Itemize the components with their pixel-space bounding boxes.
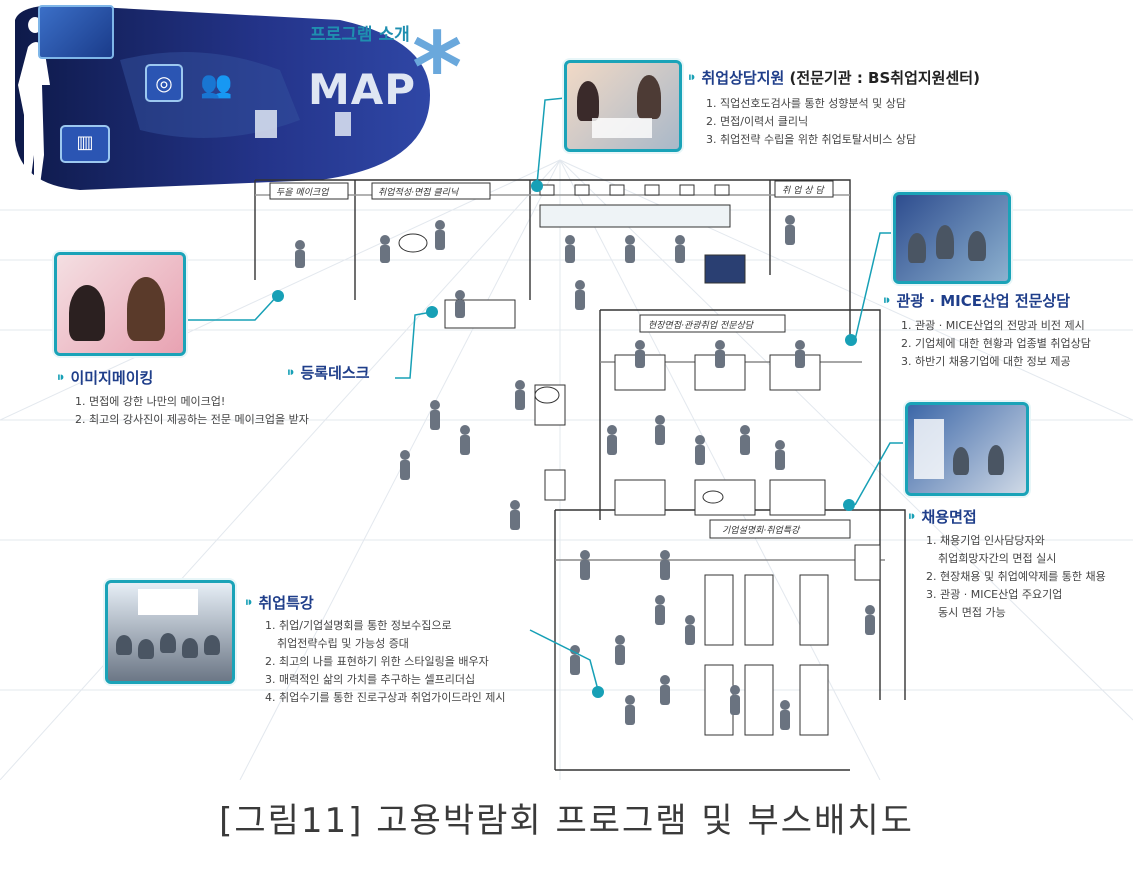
- target-icon: ◎: [145, 64, 183, 102]
- booth-label-lecture: 기업설명회·취업특강: [722, 525, 801, 536]
- registration-title-text: 등록데스크: [300, 364, 370, 382]
- section-title-consulting: ⁍ 취업상담지원 (전문기관 : BS취업지원센터): [688, 67, 980, 88]
- section-title-interview: ⁍ 채용면접: [908, 506, 977, 527]
- list-item: 2. 최고의 강사진이 제공하는 전문 메이크업을 받자: [75, 413, 309, 426]
- consulting-subtitle: (전문기관 : BS취업지원센터): [789, 69, 980, 87]
- section-marker-icon: ⁍: [883, 292, 891, 310]
- list-item: 2. 최고의 나를 표현하기 위한 스타일링을 배우자: [265, 655, 489, 668]
- section-marker-icon: ⁍: [908, 508, 916, 526]
- building-icon: [255, 110, 277, 138]
- list-item: 2. 현장채용 및 취업예약제를 통한 채용: [926, 570, 1106, 583]
- consulting-items: 1. 직업선호도검사를 통한 성향분석 및 상담 2. 면접/이력서 클리닉 3…: [706, 95, 916, 149]
- section-title-tourism: ⁍ 관광 · MICE산업 전문상담: [883, 290, 1070, 311]
- section-title-registration: ⁍ 등록데스크: [287, 362, 370, 383]
- booth-label-clinic: 취업적성·면접 클리닉: [378, 187, 459, 198]
- person-silhouette-icon: [18, 17, 50, 185]
- photo-tourism: [893, 192, 1011, 284]
- makeup-title-text: 이미지메이킹: [70, 369, 154, 387]
- section-marker-icon: ⁍: [688, 69, 696, 87]
- list-item: 1. 채용기업 인사담당자와: [926, 534, 1045, 547]
- signboard-field-interview: [639, 314, 786, 333]
- consulting-title-text: 취업상담지원: [701, 69, 785, 87]
- signboard-lecture: [709, 519, 851, 539]
- section-marker-icon: ⁍: [245, 594, 253, 612]
- list-item: 2. 기업체에 대한 현황과 업종별 취업상담: [901, 337, 1091, 350]
- section-title-lecture: ⁍ 취업특강: [245, 592, 314, 613]
- signboard-clinic: [371, 182, 491, 200]
- screen-panel: [38, 5, 114, 59]
- list-item: 3. 관광 · MICE산업 주요기업: [926, 588, 1063, 601]
- list-item: 1. 관광 · MICE산업의 전망과 비전 제시: [901, 319, 1085, 332]
- interview-items: 1. 채용기업 인사담당자와 취업희망자간의 면접 실시 2. 현장채용 및 취…: [926, 532, 1106, 622]
- photo-consulting: [564, 60, 682, 152]
- list-item: 1. 면접에 강한 나만의 메이크업!: [75, 395, 226, 408]
- map-title: MAP: [308, 65, 417, 114]
- business-people-icon: 👥: [200, 70, 233, 100]
- makeup-items: 1. 면접에 강한 나만의 메이크업! 2. 최고의 강사진이 제공하는 전문 …: [75, 393, 309, 429]
- list-item: 1. 직업선호도검사를 통한 성향분석 및 상담: [706, 97, 907, 110]
- interview-title-text: 채용면접: [921, 508, 977, 526]
- section-marker-icon: ⁍: [287, 364, 295, 382]
- figure-caption: [그림11] 고용박람회 프로그램 및 부스배치도: [219, 801, 914, 841]
- list-item: 취업희망자간의 면접 실시: [938, 552, 1057, 565]
- tourism-items: 1. 관광 · MICE산업의 전망과 비전 제시 2. 기업체에 대한 현황과…: [901, 317, 1091, 371]
- lecture-partitions: [544, 469, 881, 736]
- visitor-figures: [295, 215, 875, 730]
- booth-label-field: 현장면접·관광취업 전문상담: [648, 320, 755, 331]
- list-item: 1. 취업/기업설명회를 통한 정보수집으로: [265, 619, 452, 632]
- list-item: 2. 면접/이력서 클리닉: [706, 115, 809, 128]
- building-icon: [335, 112, 351, 136]
- section-title-makeup: ⁍ 이미지메이킹: [57, 367, 153, 388]
- lecture-items: 1. 취업/기업설명회를 통한 정보수집으로 취업전략수립 및 가능성 증대 2…: [265, 617, 506, 707]
- photo-interview: [905, 402, 1029, 496]
- list-item: 동시 면접 가능: [938, 606, 1006, 619]
- section-marker-icon: ⁍: [57, 369, 65, 387]
- booth-label-consulting: 취 업 상 담: [782, 185, 825, 196]
- chart-icon: ▥: [60, 125, 110, 163]
- list-item: 3. 매력적인 삶의 가치를 추구하는 셀프리더십: [265, 673, 476, 686]
- tourism-title-text: 관광 · MICE산업 전문상담: [896, 292, 1071, 310]
- floor-plan-drawing: 두을 메이크업 취업적성·면접 클리닉 취 업 상 담 현장면접·관광취업 전문…: [0, 5, 1133, 780]
- list-item: 3. 하반기 채용기업에 대한 정보 제공: [901, 355, 1071, 368]
- callout-lines: [183, 97, 905, 691]
- signboard-makeup: [269, 182, 349, 200]
- program-title: 프로그램 소개: [310, 25, 410, 45]
- list-item: 3. 취업전략 수립을 위한 취업토탈서비스 상담: [706, 133, 917, 146]
- consulting-desks: [539, 184, 746, 284]
- booth-label-makeup: 두을 메이크업: [276, 187, 329, 198]
- signboard-consulting: [774, 180, 834, 198]
- photo-makeup: [54, 252, 186, 356]
- list-item: 취업전략수립 및 가능성 증대: [277, 637, 409, 650]
- list-item: 4. 취업수기를 통한 진로구상과 취업가이드라인 제시: [265, 691, 506, 704]
- asterisk-icon: *: [412, 12, 463, 124]
- lecture-title-text: 취업특강: [258, 594, 314, 612]
- photo-lecture: [105, 580, 235, 684]
